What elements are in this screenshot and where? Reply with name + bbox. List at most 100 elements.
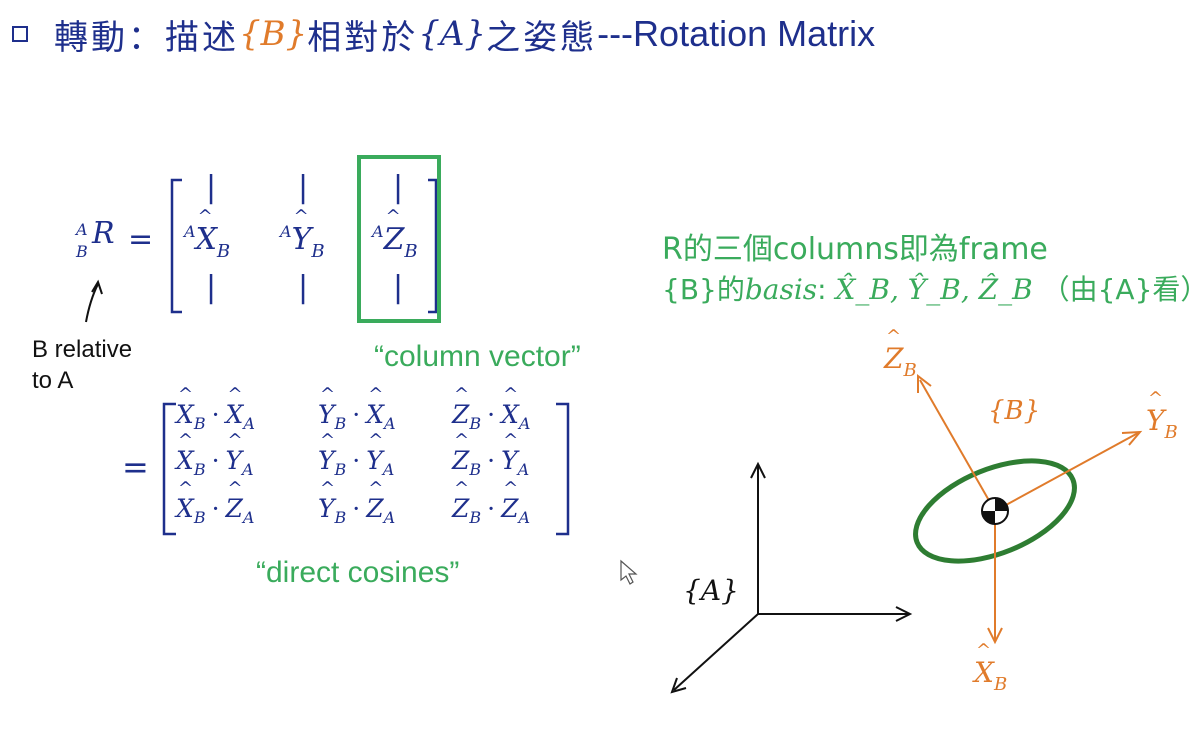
relative-line-1: B relative — [32, 336, 133, 363]
cell-left-vector: X — [176, 430, 194, 475]
title-suffix-en: ---Rotation Matrix — [597, 13, 876, 54]
col2-sup: A — [280, 222, 292, 241]
lhs-main: R — [92, 216, 115, 251]
cell-dot: · — [352, 494, 361, 523]
matrix-cell: YB·ZA — [318, 478, 395, 527]
cell-left-sub: B — [469, 508, 482, 527]
note-colon: : — [817, 273, 827, 306]
relative-line-2: to A — [32, 367, 74, 394]
zb-sub: B — [903, 360, 917, 381]
cell-dot: · — [211, 400, 220, 429]
eq1-left-bracket — [170, 178, 182, 314]
cell-right-sub: A — [383, 508, 396, 527]
xb-sub: B — [993, 674, 1008, 695]
title-prefix: 轉動：描述 — [54, 17, 239, 58]
cell-left-vector: X — [176, 384, 194, 429]
frame-b-label: {B} — [988, 396, 1041, 426]
cell-right-vector: Z — [501, 478, 518, 523]
cell-left-sub: B — [193, 508, 206, 527]
col1-bottom-bar: | — [206, 270, 217, 305]
title-frame-a: {A} — [418, 14, 487, 54]
cell-right-sub: A — [518, 508, 531, 527]
cell-left-sub: B — [334, 414, 347, 433]
note-line-1: R的三個columns即為frame — [662, 232, 1048, 267]
cell-dot: · — [487, 446, 496, 475]
slide-title: 轉動：描述 {B} 相對於 {A} 之姿態 ---Rotation Matrix — [8, 6, 875, 62]
col2-bottom-bar: | — [298, 270, 309, 305]
cell-left-sub: B — [193, 460, 206, 479]
cell-right-sub: A — [382, 460, 395, 479]
yb-axis-label: YB — [1146, 388, 1178, 443]
cell-dot: · — [352, 400, 361, 429]
column-y-b: AYB — [280, 206, 325, 262]
cell-left-vector: X — [176, 478, 194, 523]
cell-dot: · — [211, 494, 220, 523]
direct-cosines-label: “direct cosines” — [256, 556, 460, 589]
matrix-equals: = — [122, 448, 149, 486]
matrix-cell: ZB·XA — [452, 384, 530, 433]
matrix-cell: XB·ZA — [176, 478, 254, 527]
col3-sup: A — [372, 222, 384, 241]
cell-right-vector: X — [226, 384, 244, 429]
matrix-right-bracket — [556, 402, 570, 536]
cell-right-sub: A — [518, 414, 531, 433]
cell-dot: · — [487, 494, 496, 523]
lhs-subscript: B — [76, 242, 88, 261]
yb-sub: B — [1164, 422, 1178, 443]
eq1-right-bracket — [428, 178, 438, 314]
note-frame-b: {B}的 — [662, 273, 745, 306]
xb-axis-label: XB — [974, 640, 1007, 695]
bullet-square-icon — [12, 26, 28, 42]
cell-right-sub: A — [517, 460, 530, 479]
col2-symbol: Y — [292, 206, 312, 257]
title-frame-b: {B} — [239, 14, 308, 54]
cell-left-sub: B — [334, 460, 347, 479]
cell-left-vector: Z — [452, 478, 469, 523]
center-of-mass-icon — [981, 497, 1009, 525]
matrix-left-bracket — [162, 402, 176, 536]
cell-right-vector: Z — [226, 478, 243, 523]
cell-right-vector: X — [366, 384, 384, 429]
matrix-cell: YB·XA — [318, 384, 396, 433]
cell-dot: · — [487, 400, 496, 429]
matrix-cell: ZB·ZA — [452, 478, 530, 527]
col3-bottom-bar: | — [393, 270, 404, 305]
cell-left-sub: B — [334, 508, 347, 527]
column-z-b: AZB — [372, 206, 418, 262]
cell-right-sub: A — [243, 414, 255, 433]
note-basis: basis — [744, 273, 818, 306]
body-ellipse — [913, 458, 1077, 564]
lhs-superscript: A — [76, 220, 88, 239]
col1-top-bar: | — [206, 170, 217, 205]
title-suffix-zh: 之姿態 — [486, 17, 598, 58]
note-basis-vectors: X̂_B, Ŷ_B, Ẑ_B — [835, 273, 1033, 306]
col3-sub: B — [404, 241, 418, 262]
frame-a-label: {A} — [683, 574, 739, 607]
col1-sup: A — [184, 222, 196, 241]
zb-axis-label: ZB — [884, 326, 917, 381]
cell-left-sub: B — [469, 414, 482, 433]
col3-symbol: Z — [384, 206, 405, 257]
cell-left-vector: Y — [318, 384, 335, 429]
col1-symbol: X — [196, 206, 217, 257]
column-x-b: AXB — [184, 206, 230, 262]
col2-top-bar: | — [298, 170, 309, 205]
cell-left-vector: Y — [318, 430, 335, 475]
frame-b-axes — [917, 373, 1143, 645]
cell-left-vector: Z — [452, 384, 469, 429]
title-middle: 相對於 — [307, 17, 419, 58]
note-viewed-from-a: （由{A}看） — [1041, 273, 1190, 306]
cell-right-vector: Y — [366, 430, 383, 475]
matrix-cell: XB·YA — [176, 430, 254, 479]
relative-note: B relative to A — [32, 334, 132, 396]
column-highlight-box — [357, 155, 441, 323]
mouse-cursor-icon — [620, 559, 638, 585]
matrix-cell: YB·YA — [318, 430, 394, 479]
col1-sub: B — [216, 241, 231, 262]
zb-symbol: Z — [884, 326, 903, 375]
relative-arrow-icon — [85, 283, 99, 323]
cell-dot: · — [211, 446, 220, 475]
cell-right-sub: A — [242, 460, 254, 479]
cell-dot: · — [352, 446, 361, 475]
